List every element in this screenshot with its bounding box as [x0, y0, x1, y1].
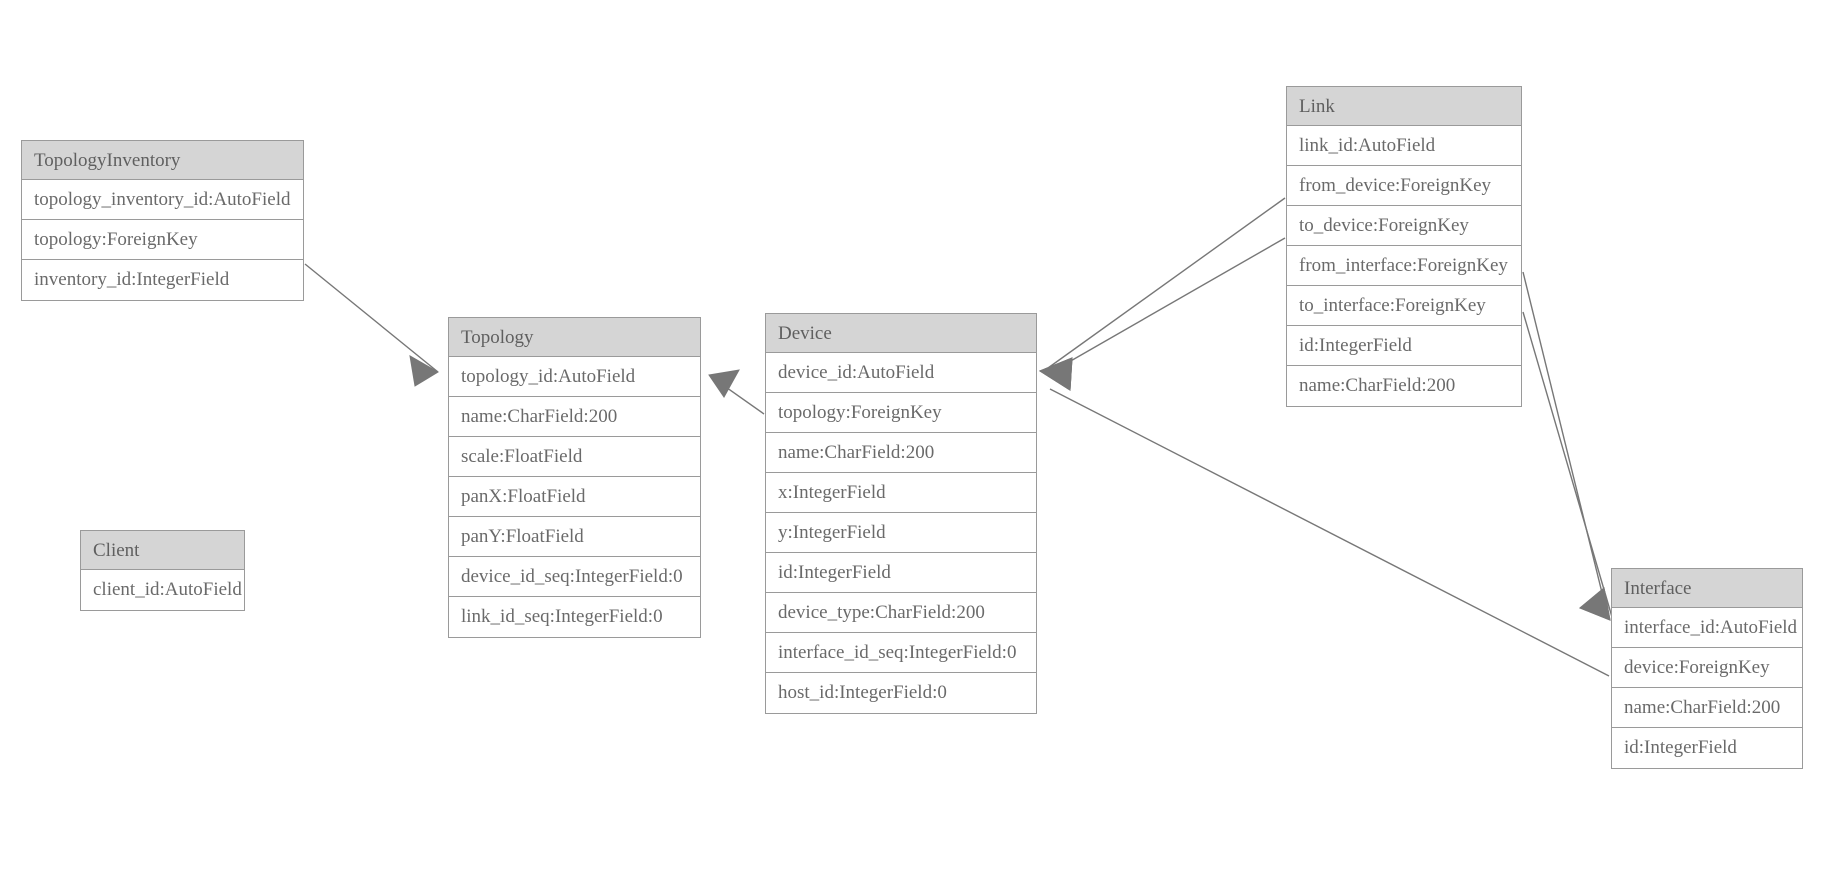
entity-field: interface_id:AutoField: [1612, 608, 1802, 648]
entity-title-interface: Interface: [1612, 569, 1802, 608]
relationship-line: [1047, 197, 1286, 369]
entity-field: topology:ForeignKey: [22, 220, 303, 260]
entity-title-topologyinventory: TopologyInventory: [22, 141, 303, 180]
relationship-line: [712, 377, 765, 415]
entity-field: from_interface:ForeignKey: [1287, 246, 1521, 286]
relationship-link-to-interface: [1522, 311, 1613, 621]
entity-field: name:CharField:200: [766, 433, 1036, 473]
entity-field: link_id:AutoField: [1287, 126, 1521, 166]
entity-field: panY:FloatField: [449, 517, 700, 557]
entity-title-client: Client: [81, 531, 244, 570]
entity-field: link_id_seq:IntegerField:0: [449, 597, 700, 637]
relationship-arrowhead: [1038, 357, 1073, 391]
relationship-arrowhead: [708, 369, 740, 398]
entity-field: y:IntegerField: [766, 513, 1036, 553]
entity-field: inventory_id:IntegerField: [22, 260, 303, 300]
relationship-topologyinventory-topology: [304, 263, 439, 387]
entity-field: client_id:AutoField: [81, 570, 244, 610]
entity-field: topology_id:AutoField: [449, 357, 700, 397]
relationship-arrowhead: [1579, 587, 1611, 621]
entity-field: from_device:ForeignKey: [1287, 166, 1521, 206]
relationship-link-from-interface: [1522, 271, 1611, 621]
entity-field: id:IntegerField: [766, 553, 1036, 593]
entity-field: panX:FloatField: [449, 477, 700, 517]
entity-field: name:CharField:200: [1612, 688, 1802, 728]
relationship-line: [1049, 388, 1610, 677]
entity-field: host_id:IntegerField:0: [766, 673, 1036, 713]
entity-field: topology_inventory_id:AutoField: [22, 180, 303, 220]
entity-field: interface_id_seq:IntegerField:0: [766, 633, 1036, 673]
entity-title-device: Device: [766, 314, 1036, 353]
relationship-line: [304, 263, 439, 373]
entity-title-link: Link: [1287, 87, 1521, 126]
relationship-link-from-device: [1038, 197, 1286, 391]
relationship-line: [1522, 271, 1608, 614]
entity-field: device_type:CharField:200: [766, 593, 1036, 633]
entity-title-topology: Topology: [449, 318, 700, 357]
relationship-arrowhead: [1579, 587, 1611, 621]
entity-field: name:CharField:200: [449, 397, 700, 437]
entity-field: device_id_seq:IntegerField:0: [449, 557, 700, 597]
entity-field: scale:FloatField: [449, 437, 700, 477]
entity-field: id:IntegerField: [1612, 728, 1802, 768]
relationship-line: [1522, 311, 1613, 618]
entity-field: to_device:ForeignKey: [1287, 206, 1521, 246]
entity-field: device:ForeignKey: [1612, 648, 1802, 688]
relationship-arrowhead: [1038, 357, 1073, 391]
relationship-arrowhead: [1038, 357, 1073, 391]
entity-field: name:CharField:200: [1287, 366, 1521, 406]
relationship-device-topology: [708, 369, 765, 415]
entity-field: device_id:AutoField: [766, 353, 1036, 393]
relationship-link-to-device: [1038, 237, 1286, 391]
entity-field: topology:ForeignKey: [766, 393, 1036, 433]
relationship-arrowhead: [409, 355, 439, 387]
relationship-line: [1047, 237, 1286, 375]
entity-field: id:IntegerField: [1287, 326, 1521, 366]
entity-field: to_interface:ForeignKey: [1287, 286, 1521, 326]
entity-field: x:IntegerField: [766, 473, 1036, 513]
